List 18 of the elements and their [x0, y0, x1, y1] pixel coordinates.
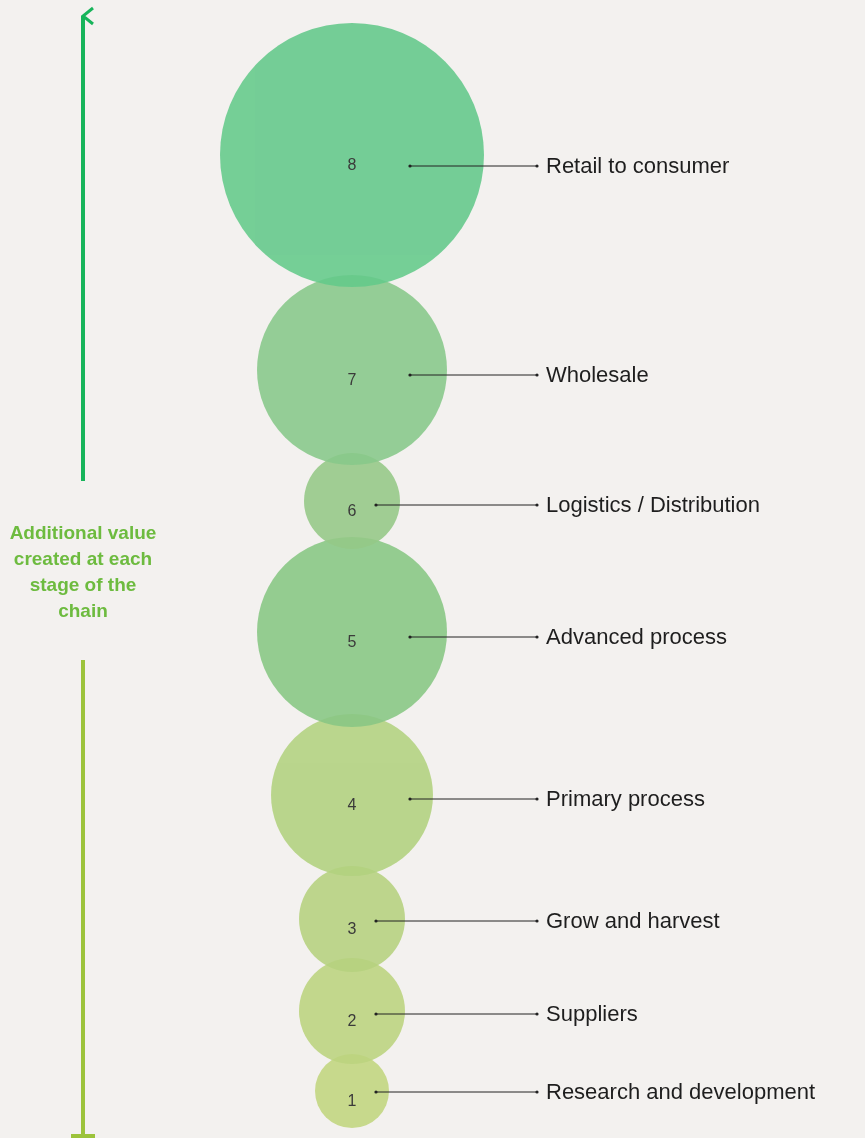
leader-line — [374, 1090, 539, 1094]
stage-label: Retail to consumer — [546, 153, 730, 179]
stage-label: Suppliers — [546, 1001, 638, 1027]
leader-line — [408, 164, 539, 168]
leader-line — [374, 503, 539, 507]
leader-line — [408, 635, 539, 639]
stage-label: Advanced process — [546, 624, 727, 650]
stage-label: Wholesale — [546, 362, 649, 388]
leader-line — [408, 797, 539, 801]
leader-line — [408, 373, 539, 377]
stage-circle: 8 — [220, 23, 484, 287]
stage-label: Research and development — [546, 1079, 816, 1105]
axis-label: Additional value created at each stage of the chain — [8, 521, 158, 623]
leader-line — [374, 919, 539, 923]
leader-line — [374, 1012, 539, 1016]
stage-label: Logistics / Distribution — [546, 492, 760, 518]
stage-label: Grow and harvest — [546, 908, 720, 934]
stage-label: Primary process — [546, 786, 705, 812]
